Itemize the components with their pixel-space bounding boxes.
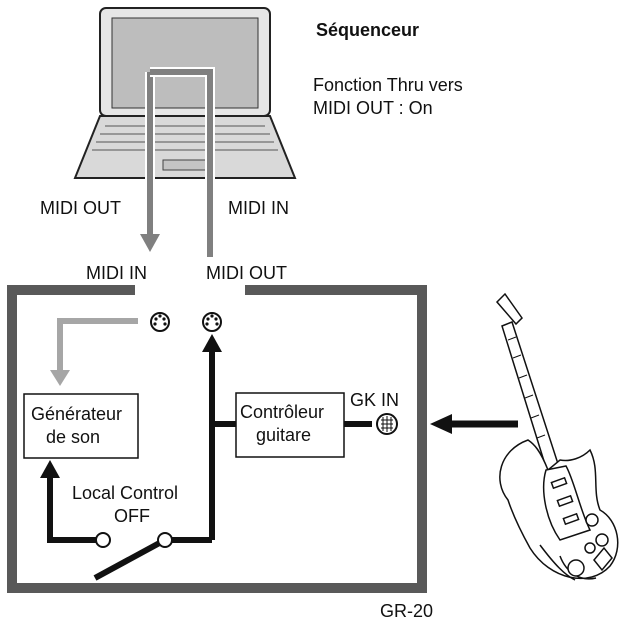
sequencer-note-line2: MIDI OUT : On <box>313 98 433 118</box>
cable-label-midi-in: MIDI IN <box>228 198 289 218</box>
sequencer-note-line1: Fonction Thru vers <box>313 75 463 95</box>
local-control-switch <box>93 532 173 581</box>
local-control-label-line2: OFF <box>114 506 150 526</box>
midi-out-connector-icon <box>202 312 222 332</box>
cable-computer-in <box>150 67 215 257</box>
guitar-controller-box <box>235 392 345 458</box>
local-control-label-line1: Local Control <box>72 483 179 503</box>
sound-generator-box <box>23 393 139 459</box>
cable-label-midi-out: MIDI OUT <box>40 198 121 218</box>
gk-in-connector-icon <box>376 413 398 435</box>
signal-path <box>47 350 372 543</box>
sequencer-title: Séquenceur <box>316 20 420 40</box>
midi-in-path <box>50 318 138 386</box>
arrow-to-midi-out <box>202 334 222 352</box>
gk-in-label: GK IN <box>350 390 400 410</box>
port-panel <box>135 284 245 298</box>
arrow-to-sound-generator <box>40 460 60 478</box>
guitar-controller-label-line2: guitare <box>256 425 312 445</box>
laptop-icon <box>73 7 297 179</box>
midi-in-connector-icon <box>150 312 170 332</box>
device-name-label: GR-20 <box>380 601 434 621</box>
sound-generator-label-line2: de son <box>46 427 101 447</box>
port-label-midi-out: MIDI OUT <box>206 263 287 283</box>
sound-generator-label-line1: Générateur <box>31 404 123 424</box>
guitar-arrow-icon <box>430 414 518 434</box>
port-label-midi-in: MIDI IN <box>86 263 147 283</box>
guitar-controller-label-line1: Contrôleur <box>240 402 325 422</box>
electric-guitar-icon <box>495 292 619 581</box>
cable-computer-out <box>140 72 160 252</box>
